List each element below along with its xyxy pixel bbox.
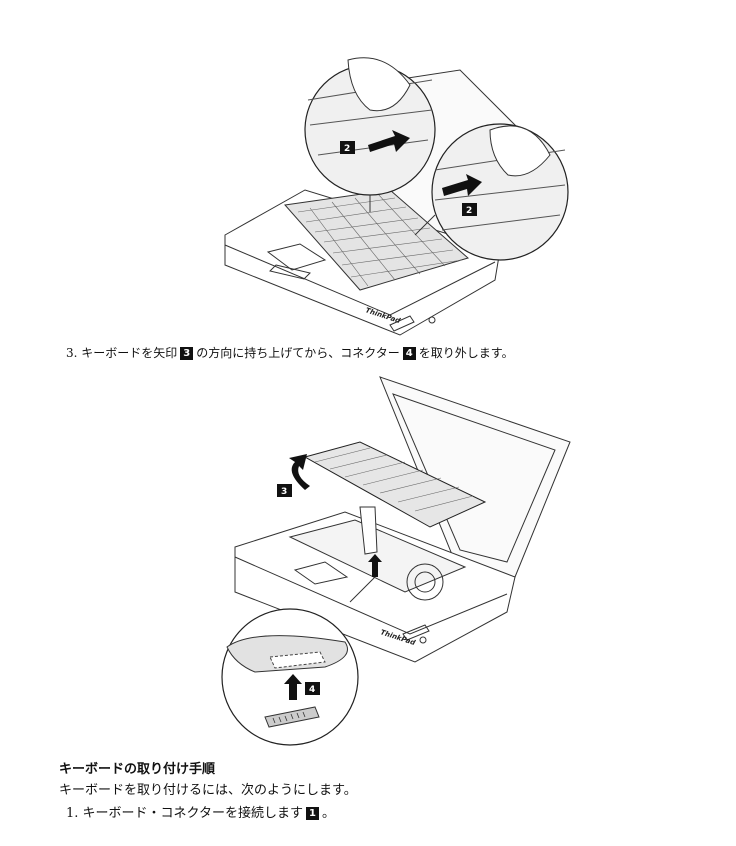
callout-badge: 3 bbox=[180, 347, 194, 360]
callout-label: 2 bbox=[344, 144, 350, 154]
step-text: を取り外します。 bbox=[418, 346, 514, 360]
callout-label: 3 bbox=[281, 487, 287, 497]
keyboard-slide-illustration: ThinkPad 2 2 bbox=[224, 57, 569, 336]
intro-text: キーボードを取り付けるには、次のようにします。 bbox=[59, 783, 357, 798]
callout-label: 2 bbox=[466, 206, 472, 216]
section-heading: キーボードの取り付け手順 bbox=[59, 762, 216, 777]
step-text: キーボードを矢印 bbox=[81, 346, 178, 360]
step-text: の方向に持ち上げてから、コネクター bbox=[196, 346, 400, 360]
keyboard-lift-illustration: 3 ThinkPad 4 bbox=[221, 376, 571, 746]
callout-label: 4 bbox=[309, 685, 315, 695]
step-number: 1. bbox=[66, 806, 79, 821]
step-suffix: 。 bbox=[322, 806, 336, 821]
figure-keyboard-slide: ThinkPad 2 2 bbox=[210, 40, 570, 340]
step-text: キーボード・コネクターを接続します bbox=[82, 806, 304, 821]
callout-badge: 1 bbox=[306, 807, 319, 820]
step-number: 3. bbox=[66, 346, 78, 360]
callout-badge: 4 bbox=[402, 347, 416, 360]
figure-keyboard-lift: 3 ThinkPad 4 bbox=[215, 372, 575, 752]
